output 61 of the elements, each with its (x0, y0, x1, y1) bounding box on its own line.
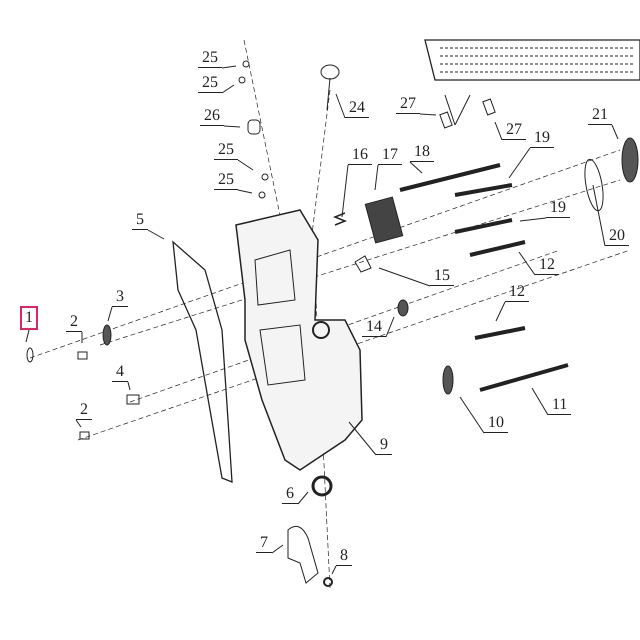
callout-number: 27 (396, 96, 420, 114)
leader-line (518, 252, 536, 276)
leader-line (532, 388, 548, 416)
callout-number: 25 (214, 172, 238, 190)
leader-line (494, 122, 502, 140)
leader-line (520, 218, 546, 222)
callout-number: 16 (348, 147, 372, 165)
callout-number: 7 (256, 535, 272, 553)
leader-line (238, 160, 254, 170)
callout-number: 5 (132, 212, 148, 230)
leader-line (332, 566, 336, 574)
leader-line (496, 302, 506, 322)
callout-number: 1 (20, 306, 38, 330)
callout-number: 19 (530, 130, 554, 148)
callout-number: 26 (200, 108, 224, 126)
leader-line (374, 164, 378, 190)
leader-line (128, 382, 130, 390)
leader-line (238, 190, 252, 194)
leader-line (148, 230, 164, 240)
callout-number: 3 (112, 289, 128, 307)
leader-line (342, 164, 348, 218)
leader-line (460, 396, 484, 434)
callout-number: 21 (588, 107, 612, 125)
leader-line (222, 66, 236, 68)
leader-line (592, 184, 606, 246)
leader-line (224, 126, 240, 128)
leader-line (386, 316, 394, 338)
leader-line (420, 114, 436, 116)
leader-line (272, 544, 284, 554)
leader-line (222, 84, 234, 94)
callout-number: 18 (410, 144, 434, 162)
leader-line (336, 94, 346, 118)
callout-number: 24 (345, 100, 369, 118)
callout-number: 27 (502, 122, 526, 140)
callout-number: 20 (605, 228, 629, 246)
callout-number: 2 (66, 314, 82, 332)
callout-number: 12 (535, 257, 559, 275)
leader-line (26, 330, 30, 342)
leader-line (612, 124, 618, 140)
callout-number: 14 (362, 319, 386, 337)
callout-number: 25 (198, 75, 222, 93)
callout-number: 19 (546, 200, 570, 218)
callout-number: 12 (505, 284, 529, 302)
leader-line (348, 422, 376, 456)
leader-line (76, 420, 82, 428)
leader-line (298, 492, 308, 504)
leader-line (410, 162, 422, 174)
callout-number: 4 (112, 364, 128, 382)
callout-number: 11 (548, 397, 572, 415)
callout-number: 8 (336, 548, 352, 566)
callout-number: 6 (282, 486, 298, 504)
callout-number: 17 (378, 147, 402, 165)
callout-number: 25 (214, 142, 238, 160)
leader-line (108, 306, 112, 322)
leader-line (508, 148, 530, 178)
callout-number: 2 (76, 402, 92, 420)
callout-number: 9 (376, 437, 392, 455)
callout-number: 10 (484, 415, 508, 433)
callout-number: 15 (430, 268, 454, 286)
leader-line (378, 268, 430, 286)
callout-number: 25 (198, 50, 222, 68)
